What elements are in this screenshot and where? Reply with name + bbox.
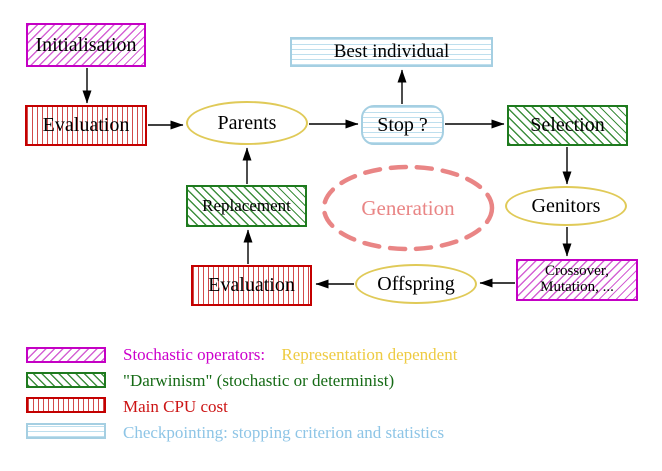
- node-replacement: Replacement: [186, 185, 307, 227]
- generation-dashed-ellipse: [321, 164, 495, 252]
- node-crossover-mutation: Crossover, Mutation, ...: [516, 259, 638, 301]
- node-replacement-label: Replacement: [202, 196, 291, 216]
- node-evaluation-bottom: Evaluation: [191, 265, 312, 306]
- node-parents-label: Parents: [217, 111, 277, 134]
- node-evaluation-bottom-label: Evaluation: [208, 274, 295, 296]
- node-parents: Parents: [186, 101, 308, 145]
- node-crossover-label: Crossover,: [545, 263, 609, 280]
- legend-label-checkpointing: Checkpointing: stopping criterion and st…: [123, 423, 445, 442]
- legend-swatch-cpu-cost: [26, 397, 106, 413]
- node-offspring: Offspring: [355, 264, 477, 304]
- node-mutation-label: Mutation, ...: [540, 279, 614, 295]
- node-evaluation-top-label: Evaluation: [42, 114, 130, 136]
- node-initialisation: Initialisation: [26, 23, 146, 67]
- legend-label-representation-dependent: Representation dependent: [281, 345, 458, 364]
- generation-label: Generation: [361, 195, 455, 220]
- node-stop-label: Stop ?: [377, 113, 428, 136]
- node-best-individual-label: Best individual: [333, 41, 450, 63]
- node-best-individual: Best individual: [290, 37, 493, 67]
- legend-swatch-checkpointing: [26, 423, 106, 439]
- legend-label-cpu-cost: Main CPU cost: [123, 397, 228, 416]
- node-selection-label: Selection: [530, 114, 605, 136]
- node-genitors: Genitors: [505, 186, 627, 226]
- legend-label-stochastic-operators: Stochastic operators: Representation dep…: [123, 345, 458, 364]
- node-initialisation-label: Initialisation: [35, 33, 137, 56]
- node-evaluation-top: Evaluation: [25, 105, 147, 146]
- node-stop: Stop ?: [361, 105, 444, 145]
- legend-swatch-stochastic-operators: [26, 347, 106, 363]
- node-genitors-label: Genitors: [531, 194, 601, 217]
- node-offspring-label: Offspring: [377, 272, 455, 295]
- node-selection: Selection: [507, 105, 628, 146]
- legend-swatch-darwinism: [26, 372, 106, 388]
- legend-label-darwinism: "Darwinism" (stochastic or determinist): [123, 371, 395, 390]
